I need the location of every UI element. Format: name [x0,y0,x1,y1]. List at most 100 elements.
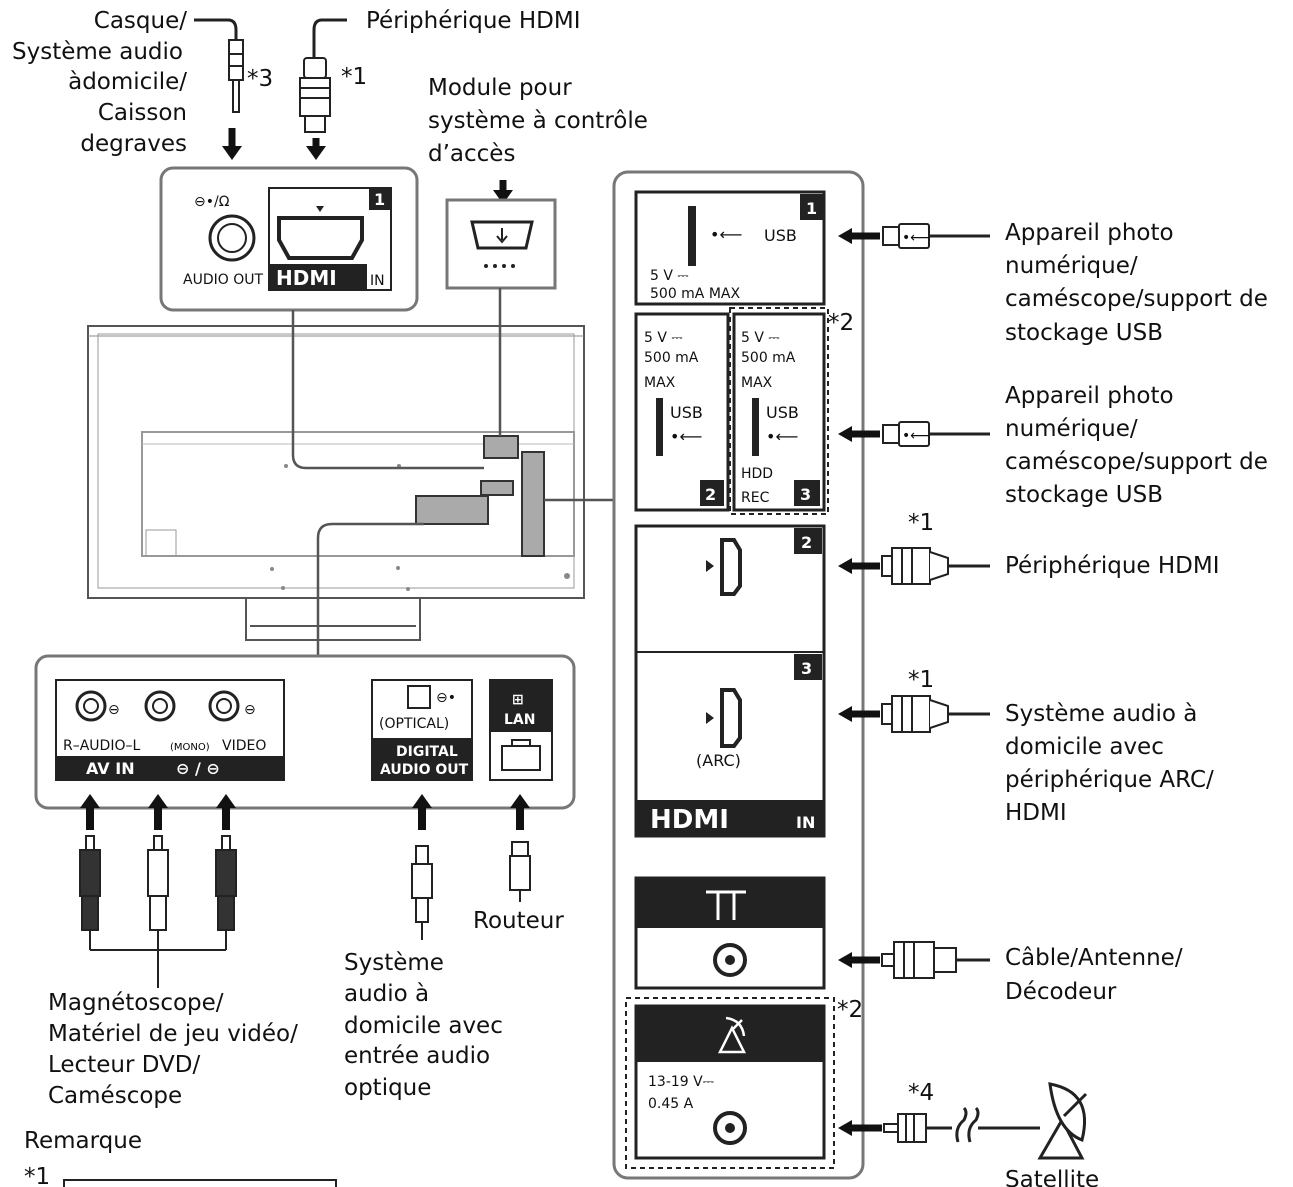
svg-text:Caisson: Caisson [98,100,187,126]
digital-audio-out-line2: AUDIO OUT [380,762,469,778]
svg-text:•⟵: •⟵ [902,230,930,246]
usb3-power: 5 V ⎓ [741,330,780,346]
optical-socket [407,685,431,709]
svg-text:périphérique ARC/: périphérique ARC/ [1005,767,1214,793]
router-label: Routeur [473,908,564,934]
usb3-current: 500 mA [741,350,796,366]
usb-plug-icon-2: •⟵ [882,421,990,447]
svg-text:caméscope/support de: caméscope/support de [1005,449,1268,475]
optical-plug-icon [411,845,433,940]
hdmi-in-logo: HDMI [650,805,729,835]
svg-text:domicile avec: domicile avec [1005,734,1164,760]
svg-text:Casque/: Casque/ [94,8,187,34]
svg-text:Caméscope: Caméscope [48,1083,182,1109]
av-in-label: AV IN [86,759,135,778]
svg-text:⊖•: ⊖• [436,690,456,706]
rca-plug-icons [79,835,237,988]
optical-device-label: Système audio à domicile avec entrée aud… [344,950,503,1101]
svg-text:Module pour: Module pour [428,75,572,101]
svg-text:àdomicile/: àdomicile/ [68,69,187,95]
svg-text:Décodeur: Décodeur [1005,979,1117,1005]
svg-text:⊖: ⊖ [108,702,120,718]
usb3-optional-outline [729,307,829,515]
svg-text:Lecteur DVD/: Lecteur DVD/ [48,1052,200,1078]
mark-2-usb: *2 [828,310,854,336]
hdmi3-plug-icon [881,695,990,733]
av-audio-label: R–AUDIO–L [63,738,140,754]
svg-text:entrée audio: entrée audio [344,1043,490,1069]
hdmi1-in-suffix: IN [370,273,385,289]
svg-text:Système audio à: Système audio à [1005,701,1197,727]
usb1-icon: •⟵ [710,225,742,244]
digital-audio-out-line1: DIGITAL [396,744,458,760]
usb2-port-box [634,312,730,512]
antenna-icon [706,890,746,920]
hdmi2-device-label: Périphérique HDMI [1005,553,1220,579]
satellite-device-label: Satellite [1005,1167,1099,1187]
optical-label: (OPTICAL) [379,716,449,732]
cam-module-label: Module pour système à contrôle d’accès [428,75,648,167]
hdmi3-number: 3 [801,659,812,678]
satellite-dish-icon [717,1016,747,1054]
usb1-power: 5 V ⎓ [650,268,689,284]
usb2-device-label: Appareil photo numérique/ caméscope/supp… [1005,383,1268,508]
svg-text:HDMI: HDMI [1005,800,1067,826]
svg-text:d’accès: d’accès [428,141,515,167]
usb1-label: USB [764,226,797,245]
remarque-mark-1: *1 [24,1164,50,1187]
satellite-current: 0.45 A [648,1096,694,1112]
svg-text:⊖: ⊖ [244,702,256,718]
usb2-max: MAX [644,375,676,391]
lan-network-icon: ⊞ [512,692,524,708]
usb3-port-box [732,312,826,512]
hdmi-plug-icon [299,57,331,133]
hdmi1-logo: HDMI [276,266,337,290]
svg-text:Système: Système [344,950,444,976]
mark-2-satellite: *2 [837,997,863,1023]
tv-back [87,325,585,641]
usb3-rec: REC [741,490,770,506]
mark-1-hdmi2: *1 [908,510,934,536]
audio-out-icon: ⊖•/Ω [194,194,230,210]
usb2-label: USB [670,403,703,422]
svg-text:numérique/: numérique/ [1005,253,1138,279]
svg-text:stockage USB: stockage USB [1005,482,1163,508]
svg-text:degraves: degraves [80,131,187,157]
svg-text:Câble/Antenne/: Câble/Antenne/ [1005,945,1183,971]
hdmi-top-label: Périphérique HDMI [366,8,581,34]
headphone-plug-icon [228,39,244,113]
av-mono-label: (MONO) [170,742,210,753]
svg-text:Magnétoscope/: Magnétoscope/ [48,990,224,1016]
coax-plug-icon [881,941,990,979]
av-in-icons: ⊖ / ⊖ [176,759,220,778]
usb1-current: 500 mA MAX [650,286,740,302]
svg-text:Appareil photo: Appareil photo [1005,220,1174,246]
mark-1-hdmi3: *1 [908,667,934,693]
svg-text:Appareil photo: Appareil photo [1005,383,1174,409]
hdmi3-device-label: Système audio à domicile avec périphériq… [1005,701,1214,826]
usb1-port-box [634,190,826,306]
usb1-number: 1 [806,199,817,218]
svg-text:numérique/: numérique/ [1005,416,1138,442]
usb3-label: USB [766,403,799,422]
mark-4: *4 [908,1080,934,1106]
usb-plug-icon-1: •⟵ [882,223,990,249]
satellite-voltage: 13-19 V⎓ [648,1074,714,1090]
f-connector-icon [883,1106,1040,1143]
svg-text:•⟵: •⟵ [902,428,930,444]
usb3-icon: •⟵ [766,427,798,446]
svg-text:système à contrôle: système à contrôle [428,108,648,134]
remarque-figure-frame [63,1179,337,1187]
usb1-device-label: Appareil photo numérique/ caméscope/supp… [1005,220,1268,346]
svg-text:domicile avec: domicile avec [344,1013,503,1039]
svg-text:Système audio: Système audio [12,39,183,65]
usb2-power: 5 V ⎓ [644,330,683,346]
satellite-optional-outline [625,997,835,1169]
audio-out-label: AUDIO OUT [183,272,263,288]
headphone-labels: Casque/ Système audio àdomicile/ Caisson… [12,8,187,157]
hdmi3-socket [720,688,742,748]
lan-label: LAN [504,712,535,728]
bottom-arrows [80,794,530,830]
hdmi2-number: 2 [801,533,812,552]
